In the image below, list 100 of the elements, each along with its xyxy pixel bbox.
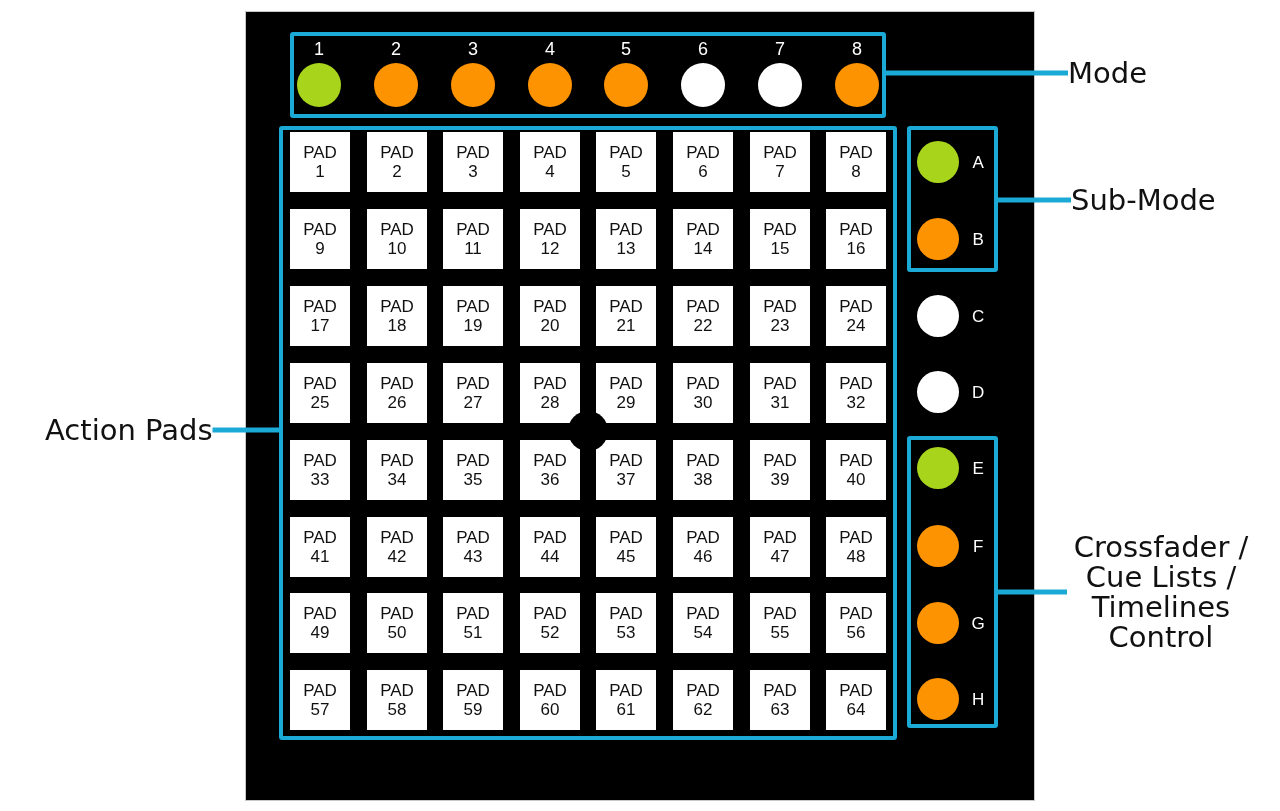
pad-label: PAD 4: [533, 143, 567, 181]
action-pad: [826, 286, 886, 346]
action-pad: [520, 440, 580, 500]
pad-label: PAD 44: [533, 528, 567, 566]
pad-label: PAD 25: [303, 374, 337, 412]
action-pad: [520, 363, 580, 423]
pad-label: PAD 8: [839, 143, 873, 181]
pad-label: PAD 61: [609, 681, 643, 719]
pad-label: PAD 62: [686, 681, 720, 719]
pad-label: PAD 46: [686, 528, 720, 566]
pad-label: PAD 20: [533, 297, 567, 335]
leader-line: [998, 197, 1071, 203]
pad-label: PAD 13: [609, 220, 643, 258]
button-letter: G: [971, 614, 985, 634]
action-pad: [673, 593, 733, 653]
action-pad: [596, 440, 656, 500]
action-pad: [443, 593, 503, 653]
action-pad: [290, 363, 350, 423]
action-pad: [520, 670, 580, 730]
section-label: Mode: [1068, 58, 1147, 88]
pad-label: PAD 57: [303, 681, 337, 719]
pad-label: PAD 36: [533, 451, 567, 489]
pad-label: PAD 15: [763, 220, 797, 258]
button-letter: C: [972, 307, 985, 327]
channel-number: 7: [775, 39, 785, 59]
pad-label: PAD 45: [609, 528, 643, 566]
action-pad: [290, 517, 350, 577]
action-pad: [826, 517, 886, 577]
pad-label: PAD 50: [380, 604, 414, 642]
pad-label: PAD 3: [456, 143, 490, 181]
action-pad: [673, 517, 733, 577]
section-label: Sub-Mode: [1071, 185, 1216, 215]
pad-label: PAD 52: [533, 604, 567, 642]
indicator-light-icon: [917, 218, 959, 260]
leader-line: [886, 70, 1068, 76]
pad-label: PAD 47: [763, 528, 797, 566]
pad-label: PAD 53: [609, 604, 643, 642]
channel-number: 2: [391, 39, 401, 59]
action-pad: [290, 593, 350, 653]
action-pad: [750, 517, 810, 577]
pad-label: PAD 59: [456, 681, 490, 719]
pad-label: PAD 22: [686, 297, 720, 335]
action-pad: [750, 593, 810, 653]
pad-label: PAD 63: [763, 681, 797, 719]
action-pad: [290, 440, 350, 500]
pad-label: PAD 60: [533, 681, 567, 719]
channel-number: 4: [545, 39, 555, 59]
section-label: Action Pads: [45, 415, 213, 445]
action-pad: [596, 517, 656, 577]
action-pad: [750, 440, 810, 500]
indicator-light-icon: [835, 63, 879, 107]
pad-label: PAD 58: [380, 681, 414, 719]
pad-label: PAD 56: [839, 604, 873, 642]
action-pad: [750, 209, 810, 269]
pad-label: PAD 19: [456, 297, 490, 335]
action-pad: [596, 209, 656, 269]
action-pad: [367, 286, 427, 346]
pad-label: PAD 27: [456, 374, 490, 412]
pad-label: PAD 54: [686, 604, 720, 642]
pad-label: PAD 29: [609, 374, 643, 412]
indicator-light-icon: [917, 371, 959, 413]
channel-number: 6: [698, 39, 708, 59]
pad-label: PAD 33: [303, 451, 337, 489]
button-letter: A: [972, 153, 984, 173]
pad-label: PAD 30: [686, 374, 720, 412]
indicator-light-icon: [681, 63, 725, 107]
highlight-frame: [907, 126, 998, 272]
indicator-light-icon: [758, 63, 802, 107]
action-pad: [443, 517, 503, 577]
leader-line: [998, 589, 1067, 595]
channel-number: 8: [852, 39, 862, 59]
pad-label: PAD 16: [839, 220, 873, 258]
indicator-light-icon: [528, 63, 572, 107]
leader-line: [212, 427, 279, 433]
indicator-light-icon: [917, 141, 959, 183]
pad-label: PAD 12: [533, 220, 567, 258]
pad-label: PAD 40: [839, 451, 873, 489]
action-pad: [673, 440, 733, 500]
action-pad: [367, 132, 427, 192]
action-pad: [826, 363, 886, 423]
action-pad: [750, 363, 810, 423]
button-letter: D: [972, 383, 985, 403]
pad-label: PAD 1: [303, 143, 337, 181]
pad-label: PAD 5: [609, 143, 643, 181]
action-pad: [596, 670, 656, 730]
highlight-frame: [290, 32, 886, 118]
action-pad: [520, 286, 580, 346]
pad-label: PAD 34: [380, 451, 414, 489]
channel-number: 3: [468, 39, 478, 59]
action-pad: [596, 132, 656, 192]
pad-label: PAD 43: [456, 528, 490, 566]
pad-label: PAD 49: [303, 604, 337, 642]
action-pad: [367, 670, 427, 730]
indicator-light-icon: [297, 63, 341, 107]
indicator-light-icon: [917, 447, 959, 489]
action-pad: [826, 593, 886, 653]
pad-label: PAD 10: [380, 220, 414, 258]
action-pad: [750, 132, 810, 192]
pad-label: PAD 18: [380, 297, 414, 335]
action-pad: [367, 593, 427, 653]
